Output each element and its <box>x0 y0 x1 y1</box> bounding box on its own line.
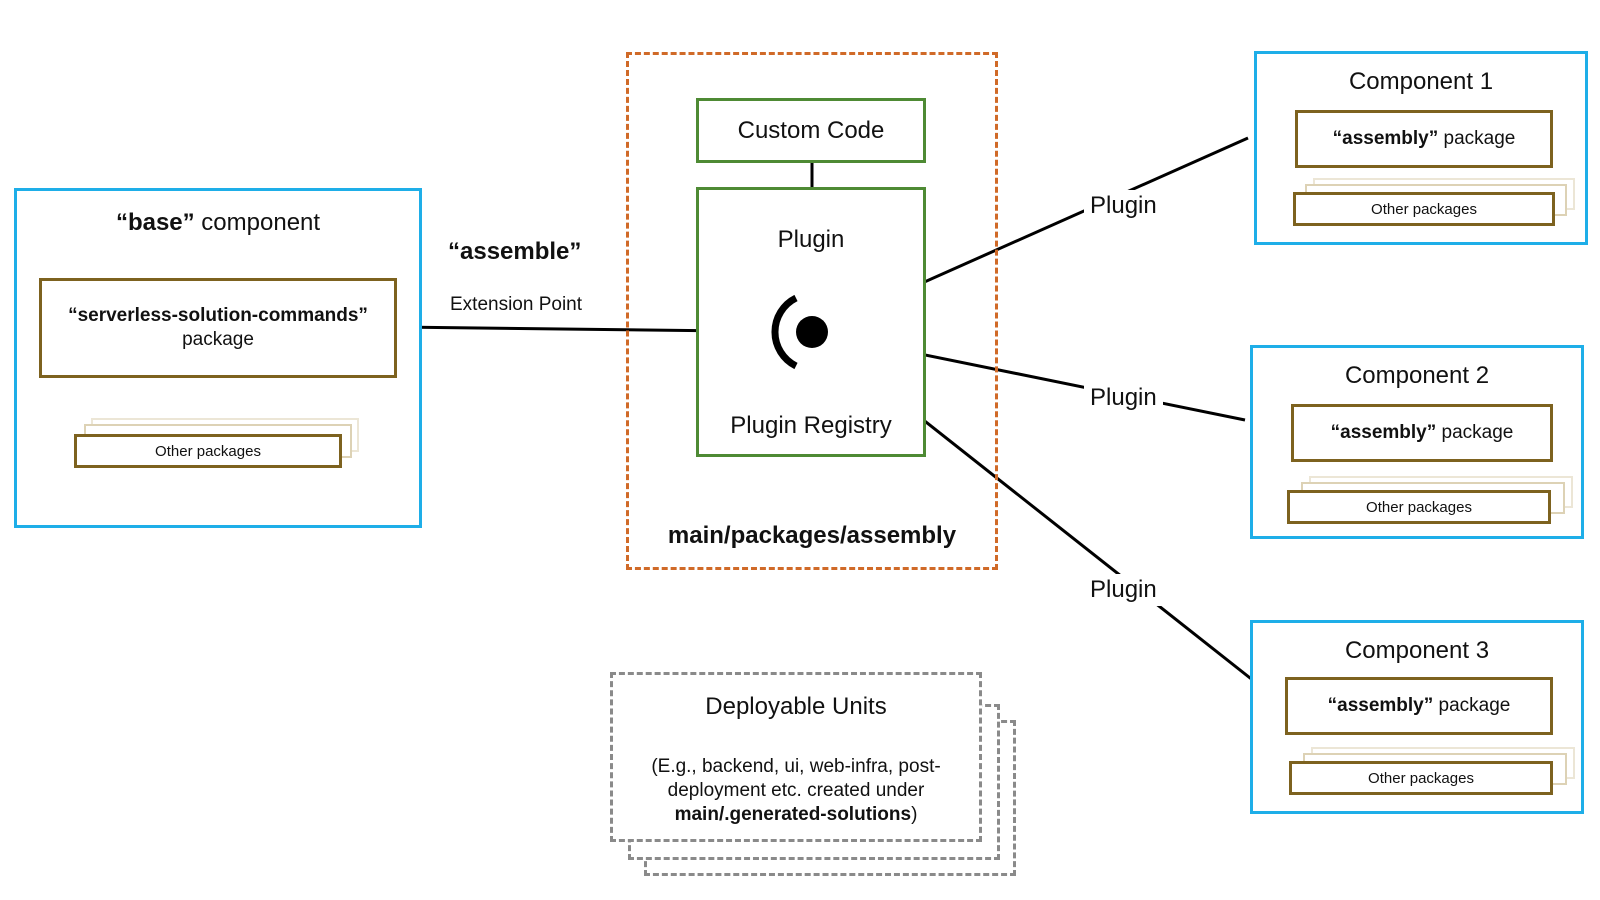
component-1-assembly-package: “assembly” package <box>1295 110 1553 168</box>
component-1: Component 1 “assembly” package Other pac… <box>1254 51 1588 245</box>
other-packages: Other packages <box>74 434 342 468</box>
component-1-other-packages: Other packages <box>1293 192 1555 226</box>
plugin-registry-box: Plugin Plugin Registry <box>696 187 926 457</box>
plugin-label: Plugin <box>777 226 845 253</box>
component-3-title: Component 3 <box>1344 637 1490 664</box>
component-2-title: Component 2 <box>1344 362 1490 389</box>
plugin-label-1: Plugin <box>1084 190 1163 222</box>
component-3-other-packages: Other packages <box>1289 761 1553 795</box>
component-3: Component 3 “assembly” package Other pac… <box>1250 620 1584 814</box>
plugin-label-2: Plugin <box>1084 382 1163 414</box>
assembly-path-label: main/packages/assembly <box>667 522 957 549</box>
component-2: Component 2 “assembly” package Other pac… <box>1250 345 1584 539</box>
component-2-assembly-package: “assembly” package <box>1291 404 1553 462</box>
serverless-solution-commands-package: “serverless-solution-commands” package <box>39 278 397 378</box>
base-component: “base” component “serverless-solution-co… <box>14 188 422 528</box>
deployable-units: Deployable Units (E.g., backend, ui, web… <box>610 672 982 842</box>
component-1-title: Component 1 <box>1348 68 1494 95</box>
deployable-units-description: (E.g., backend, ui, web-infra, post- dep… <box>651 756 941 825</box>
custom-code-box: Custom Code <box>696 98 926 163</box>
assemble-extension-name: “assemble” <box>448 238 582 265</box>
deployable-units-title: Deployable Units <box>705 693 887 720</box>
base-component-title: “base” component <box>115 209 321 236</box>
extension-point-label: Extension Point <box>450 294 583 315</box>
package-suffix: package <box>182 329 254 350</box>
assembly-package-container <box>626 52 998 570</box>
component-3-assembly-package: “assembly” package <box>1285 677 1553 735</box>
package-name: “serverless-solution-commands” <box>68 305 368 326</box>
plugin-registry-label: Plugin Registry <box>730 412 892 439</box>
component-2-other-packages: Other packages <box>1287 490 1551 524</box>
plugin-label-3: Plugin <box>1084 574 1163 606</box>
